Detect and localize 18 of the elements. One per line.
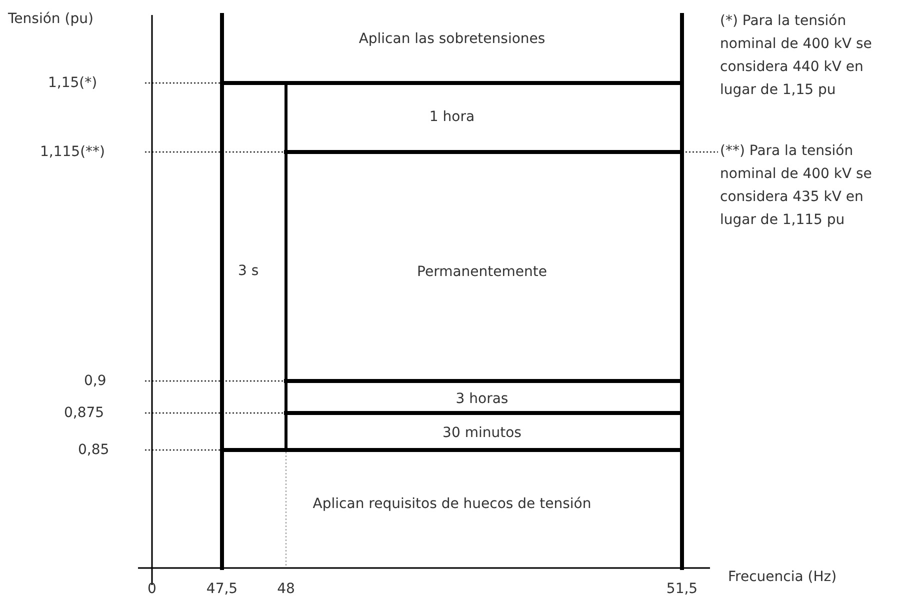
region-label: 1 hora [429, 108, 475, 126]
axis-tick-label: 48 [277, 580, 295, 598]
axis-tick-label: 1,15(*) [48, 74, 98, 92]
axis-tick-label: 1,115(**) [40, 143, 106, 161]
region-label: 3 s [238, 262, 259, 280]
axis-tick-label: 51,5 [666, 580, 698, 598]
region-label: Permanentemente [417, 263, 547, 281]
axis-tick-label: 0,875 [64, 404, 104, 422]
axis-tick-label: 0,85 [78, 441, 110, 459]
region-label: 30 minutos [442, 424, 522, 442]
axis-tick-label: 0 [148, 580, 156, 598]
axis-tick-label: 47,5 [206, 580, 238, 598]
axis-title: Tensión (pu) [8, 10, 94, 28]
region-label: Aplican las sobretensiones [358, 30, 546, 48]
axis-title: Frecuencia (Hz) [728, 568, 837, 586]
axis-tick-label: 0,9 [84, 372, 106, 390]
region-label: 3 horas [456, 390, 508, 408]
region-label: Aplican requisitos de huecos de tensión [312, 495, 592, 513]
